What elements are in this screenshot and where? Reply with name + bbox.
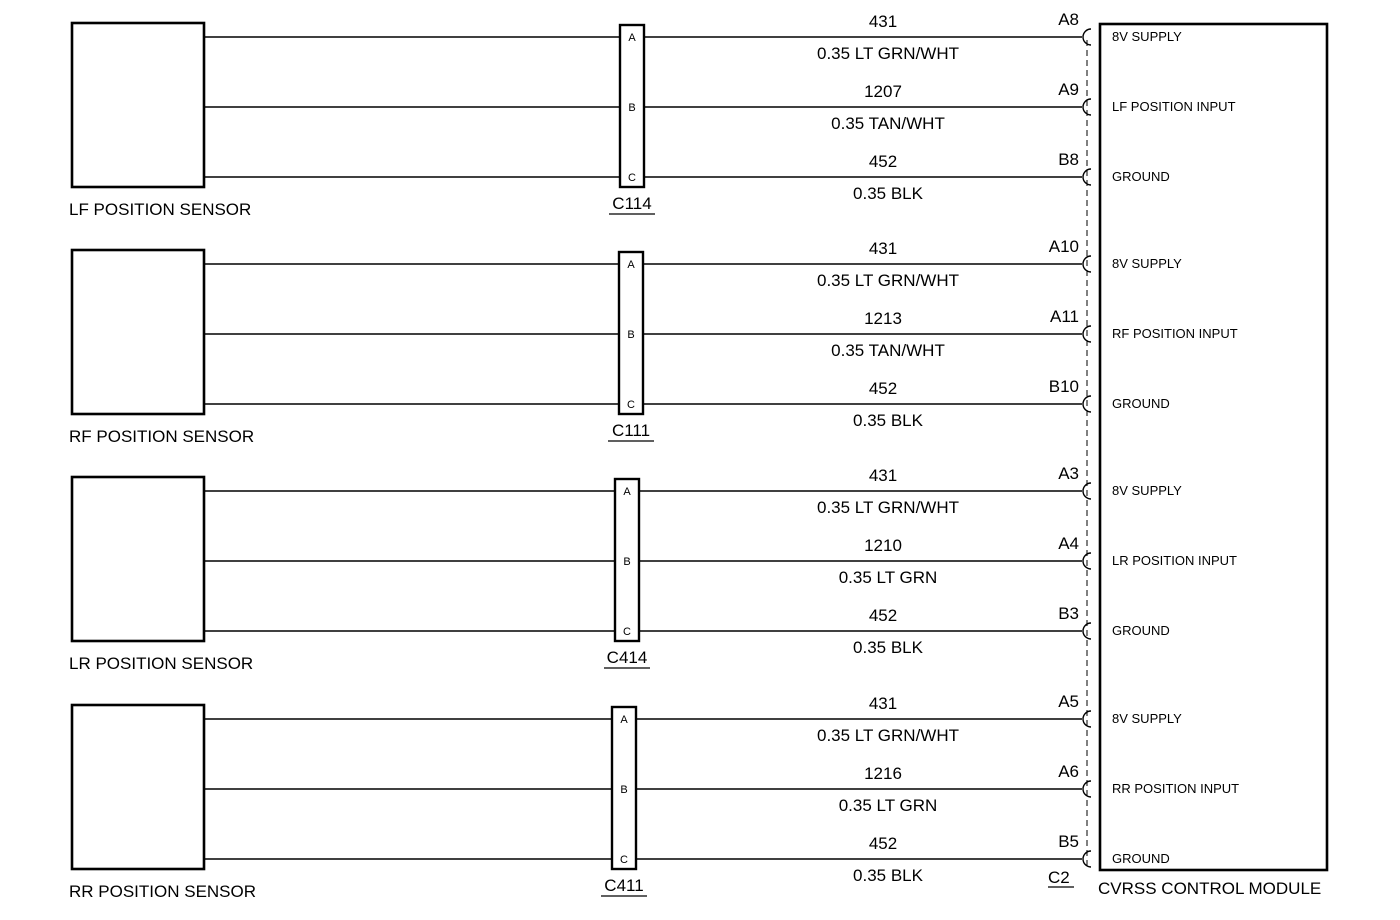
connector-pin-letter: A [627, 259, 635, 271]
circuit-number: 431 [869, 694, 897, 713]
module-pin-label: GROUND [1112, 623, 1170, 638]
module-pin-label: 8V SUPPLY [1112, 483, 1182, 498]
connector-pin-letter: C [620, 854, 628, 866]
module-terminal-symbol [1082, 325, 1092, 343]
connector-label: C411 [604, 876, 643, 895]
circuit-number: 431 [869, 239, 897, 258]
circuit-number: 1216 [864, 764, 902, 783]
module-terminal-symbol [1082, 622, 1092, 640]
wire-spec: 0.35 LT GRN/WHT [817, 726, 959, 745]
module-pin-label: GROUND [1112, 851, 1170, 866]
module-pin-label: GROUND [1112, 396, 1170, 411]
module-terminal-symbol [1082, 168, 1092, 186]
sensor-box [70, 248, 206, 416]
circuit-number: 452 [869, 834, 897, 853]
sensor-label: LR POSITION SENSOR [69, 654, 253, 673]
connector-pin-letter: C [628, 172, 636, 184]
module-pin-label: RR POSITION INPUT [1112, 781, 1239, 796]
circuit-number: 452 [869, 379, 897, 398]
connector-pin-letter: A [628, 32, 636, 44]
connector-label: C414 [607, 648, 648, 667]
circuit-number: 1210 [864, 536, 902, 555]
inline-connector [617, 250, 645, 416]
sensor-box [70, 21, 206, 189]
module-pin-id: A11 [1050, 307, 1079, 326]
sensor-label: RR POSITION SENSOR [69, 882, 256, 901]
circuit-number: 431 [869, 12, 897, 31]
sensor-group: RR POSITION SENSOR C411 A 431 0.35 LT GRN/WH… [69, 692, 1092, 901]
module-label: CVRSS CONTROL MODULE [1098, 879, 1321, 898]
sensor-label: RF POSITION SENSOR [69, 427, 254, 446]
module-pin-label: RF POSITION INPUT [1112, 326, 1238, 341]
connector-label: C111 [612, 421, 650, 440]
module-pin-id: B3 [1058, 604, 1079, 623]
inline-connector [613, 477, 641, 643]
module-terminal-symbol [1082, 28, 1092, 46]
wire-spec: 0.35 LT GRN/WHT [817, 498, 959, 517]
module-terminal-symbol [1082, 395, 1092, 413]
connector-pin-letter: B [623, 556, 630, 568]
module-pin-id: A5 [1058, 692, 1079, 711]
wire-spec: 0.35 LT GRN/WHT [817, 44, 959, 63]
sensor-group: RF POSITION SENSOR C111 A 431 0.35 LT GRN/WH… [69, 237, 1092, 446]
module-terminal-symbol [1082, 255, 1092, 273]
cvrss-control-module-box [1098, 22, 1329, 872]
circuit-number: 1213 [864, 309, 902, 328]
wire-spec: 0.35 TAN/WHT [831, 114, 945, 133]
module-connector-label: C2 [1048, 868, 1070, 887]
wire-spec: 0.35 BLK [853, 411, 924, 430]
inline-connector [610, 705, 638, 871]
module-pin-label: 8V SUPPLY [1112, 256, 1182, 271]
sensor-label: LF POSITION SENSOR [69, 200, 251, 219]
module-pin-id: A6 [1058, 762, 1079, 781]
module-pin-id: A10 [1049, 237, 1079, 256]
sensor-box [70, 475, 206, 643]
module-pin-labels: 8V SUPPLY LF POSITION INPUT GROUND 8V SUPPL… [1112, 29, 1239, 866]
wire-spec: 0.35 LT GRN [839, 796, 938, 815]
wire-spec: 0.35 BLK [853, 638, 924, 657]
module-pin-id: A3 [1058, 464, 1079, 483]
circuit-number: 1207 [864, 82, 902, 101]
connector-pin-letter: C [627, 399, 635, 411]
connector-pin-letter: C [623, 626, 631, 638]
connector-pin-letter: B [627, 329, 634, 341]
module-terminal-symbol [1082, 552, 1092, 570]
wire-spec: 0.35 LT GRN/WHT [817, 271, 959, 290]
module-pin-id: A9 [1058, 80, 1079, 99]
module-terminal-symbol [1082, 98, 1092, 116]
connector-label: C114 [612, 194, 651, 213]
circuit-number: 431 [869, 466, 897, 485]
module-pin-id: B10 [1049, 377, 1079, 396]
connector-pin-letter: A [620, 714, 628, 726]
wire-spec: 0.35 BLK [853, 866, 924, 885]
circuit-number: 452 [869, 606, 897, 625]
module-pin-label: GROUND [1112, 169, 1170, 184]
module-terminal-symbol [1082, 710, 1092, 728]
module-pin-id: B5 [1058, 832, 1079, 851]
wire-spec: 0.35 TAN/WHT [831, 341, 945, 360]
module-pin-label: 8V SUPPLY [1112, 711, 1182, 726]
module-pin-label: LF POSITION INPUT [1112, 99, 1236, 114]
module-pin-id: A4 [1058, 534, 1079, 553]
connector-pin-letter: B [620, 784, 627, 796]
module-pin-id: A8 [1058, 10, 1079, 29]
connector-pin-letter: A [623, 486, 631, 498]
module-terminal-symbol [1082, 780, 1092, 798]
wire-spec: 0.35 LT GRN [839, 568, 938, 587]
module-pin-id: B8 [1058, 150, 1079, 169]
circuit-number: 452 [869, 152, 897, 171]
module-terminal-symbol [1082, 482, 1092, 500]
connector-pin-letter: B [628, 102, 635, 114]
sensor-box [70, 703, 206, 871]
inline-connector [618, 23, 646, 189]
wire-spec: 0.35 BLK [853, 184, 924, 203]
module-terminal-symbol [1082, 850, 1092, 868]
sensor-group: LR POSITION SENSOR C414 A 431 0.35 LT GRN/WH… [69, 464, 1092, 673]
module-pin-label: LR POSITION INPUT [1112, 553, 1237, 568]
module-pin-label: 8V SUPPLY [1112, 29, 1182, 44]
sensor-group: LF POSITION SENSOR C114 A 431 0.35 LT GRN/WH… [69, 10, 1092, 219]
